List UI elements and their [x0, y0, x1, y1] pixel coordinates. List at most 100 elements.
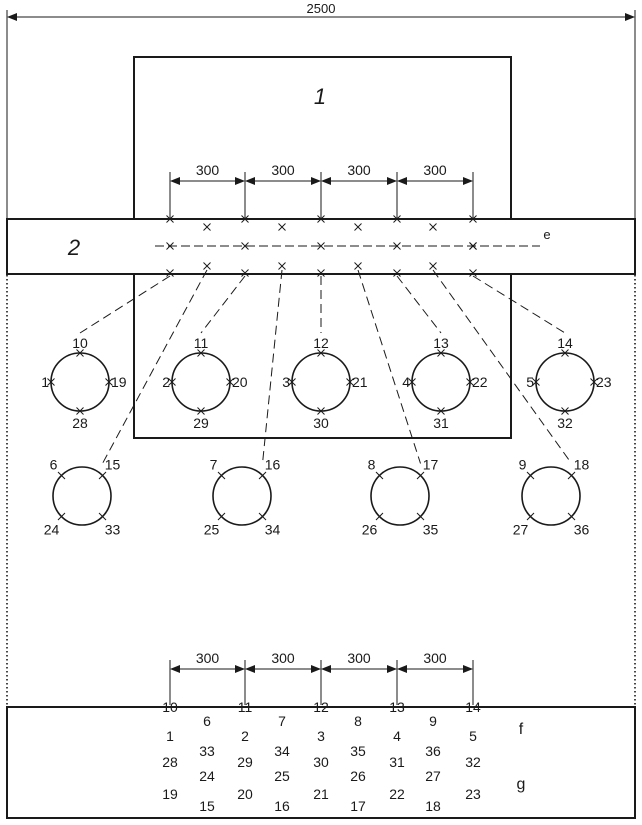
beam-bottom-mark-0 — [166, 269, 174, 277]
top-spacing-label-1: 300 — [271, 162, 295, 178]
table-main-21: 21 — [313, 786, 329, 802]
table-mid-7: 7 — [278, 713, 286, 729]
beam-lower-mid-mark-1 — [278, 262, 286, 270]
bottom-marker-11: 11 — [238, 699, 253, 715]
table-main-30: 30 — [313, 754, 329, 770]
beam-lower-mid-mark-1-stroke-b — [278, 262, 286, 270]
label-e: e — [543, 227, 550, 242]
lower-circle-1-bl-mark-stroke-b — [57, 512, 66, 521]
table-main-19: 19 — [162, 786, 178, 802]
upper-circle-1-top-label: 10 — [72, 335, 88, 351]
lower-circle-1-tr-mark-stroke-b — [98, 471, 107, 480]
lower-circle-1-bl-label: 24 — [44, 522, 60, 538]
upper-circle-4-bottom-mark-stroke-b — [437, 407, 445, 415]
lower-circle-4-tr-mark — [567, 471, 576, 480]
lower-circle-1-tl-mark — [57, 471, 66, 480]
lower-circle-4-tl-label: 9 — [519, 456, 527, 472]
upper-circle-5-right-mark-stroke-b — [590, 378, 598, 386]
beam-2-label: 2 — [67, 235, 80, 260]
upper-circle-ring-1 — [50, 352, 110, 412]
beam-bottom-mark-2-stroke-b — [317, 269, 325, 277]
beam-center-mark-2-stroke-b — [317, 242, 325, 250]
upper-circle-3-right-label: 21 — [352, 374, 368, 390]
lower-circle-4-bl-label: 27 — [513, 522, 529, 538]
table-main-29: 29 — [237, 754, 253, 770]
beam-bottom-mark-4-stroke-b — [469, 269, 477, 277]
leader-upper-4 — [396, 275, 442, 334]
table-main-3: 3 — [317, 728, 325, 744]
beam-center-mark-0-stroke-b — [166, 242, 174, 250]
lower-circle-2-br-mark — [258, 512, 267, 521]
bottom-marker-12: 12 — [313, 699, 329, 715]
upper-circle-2-left-mark-stroke-b — [168, 378, 176, 386]
lower-circle-1-br-label: 33 — [105, 522, 121, 538]
beam-lower-mid-mark-3 — [429, 262, 437, 270]
beam-bottom-mark-0-stroke-b — [166, 269, 174, 277]
table-mid-35: 35 — [350, 743, 366, 759]
beam-upper-mid-mark-3 — [429, 223, 437, 231]
upper-circle-4-right-mark-stroke-b — [466, 378, 474, 386]
upper-circle-5-left-label: 5 — [526, 374, 534, 390]
bottom-marker-14: 14 — [465, 699, 481, 715]
leader-lower-1 — [102, 269, 208, 464]
point-marks — [166, 215, 477, 277]
beam-top-mark-0-stroke-b — [166, 215, 174, 223]
lower-circle-3-tr-mark — [416, 471, 425, 480]
beam-center-mark-2 — [317, 242, 325, 250]
lower-circle-4-tl-mark-stroke-b — [526, 471, 535, 480]
lower-circle-1-tl-mark-stroke-b — [57, 471, 66, 480]
beam-top-mark-1-stroke-b — [241, 215, 249, 223]
lower-circle-4-bl-mark-stroke-b — [526, 512, 535, 521]
bottom-spacing-label-3: 300 — [423, 650, 447, 666]
upper-circle-1-left-mark — [47, 378, 55, 386]
upper-circle-5-left-mark-stroke-b — [532, 378, 540, 386]
lower-circle-2-bl-label: 25 — [204, 522, 220, 538]
upper-circle-4-right-label: 22 — [472, 374, 488, 390]
beam-lower-mid-mark-0 — [203, 262, 211, 270]
lower-circle-2-tr-label: 16 — [265, 456, 281, 472]
upper-circle-3-top-mark — [317, 349, 325, 357]
overall-width-dimension: 2500 — [6, 1, 636, 22]
upper-circle-3-left-label: 3 — [282, 374, 290, 390]
upper-circle-2-right-label: 20 — [232, 374, 248, 390]
beam-upper-mid-mark-1 — [278, 223, 286, 231]
upper-circle-4-top-mark-stroke-b — [437, 349, 445, 357]
beam-upper-mid-mark-0 — [203, 223, 211, 231]
table-mid-15: 15 — [199, 798, 215, 814]
beam-center-mark-3 — [393, 242, 401, 250]
upper-circle-1-right-mark — [105, 378, 113, 386]
leader-upper-2 — [200, 275, 246, 334]
beam-center-mark-1 — [241, 242, 249, 250]
leader-lower-4 — [432, 269, 572, 464]
beam-center-mark-1-stroke-b — [241, 242, 249, 250]
upper-circle-2-bottom-mark — [197, 407, 205, 415]
upper-circle-5-left-mark — [532, 378, 540, 386]
table-mid-17: 17 — [350, 798, 366, 814]
upper-circle-5-bottom-mark-stroke-b — [561, 407, 569, 415]
table-mid-16: 16 — [274, 798, 290, 814]
lower-circle-4-tl-mark — [526, 471, 535, 480]
leader-lower-2 — [262, 269, 283, 464]
lower-circle-4-tr-mark-stroke-b — [567, 471, 576, 480]
upper-circle-3-right-mark — [346, 378, 354, 386]
upper-circle-5-bottom-label: 32 — [557, 415, 573, 431]
top-spacing-label-3: 300 — [423, 162, 447, 178]
upper-circle-4-bottom-mark — [437, 407, 445, 415]
upper-circle-5-top-label: 14 — [557, 335, 573, 351]
upper-circle-3-right-mark-stroke-b — [346, 378, 354, 386]
lower-circle-ring-2 — [212, 466, 272, 526]
beam-center-mark-3-stroke-b — [393, 242, 401, 250]
beam-top-mark-4-stroke-b — [469, 215, 477, 223]
lower-circle-1-bl-mark — [57, 512, 66, 521]
outer-frame — [6, 17, 636, 706]
lower-circle-3-bl-mark-stroke-b — [375, 512, 384, 521]
table-main-31: 31 — [389, 754, 405, 770]
